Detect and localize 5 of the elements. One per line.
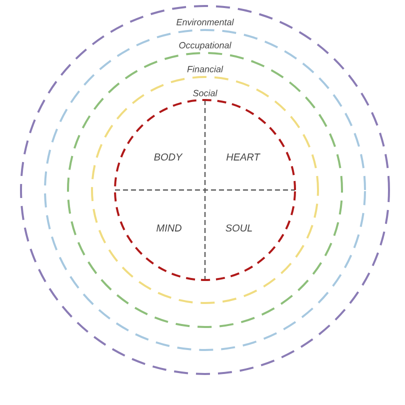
quadrant-label: MIND [156,224,182,232]
quadrant-label: SOUL [226,224,252,232]
quadrant-label: BODY [154,153,183,161]
circle [114,99,296,281]
quadrant-label: HEART [226,154,260,160]
